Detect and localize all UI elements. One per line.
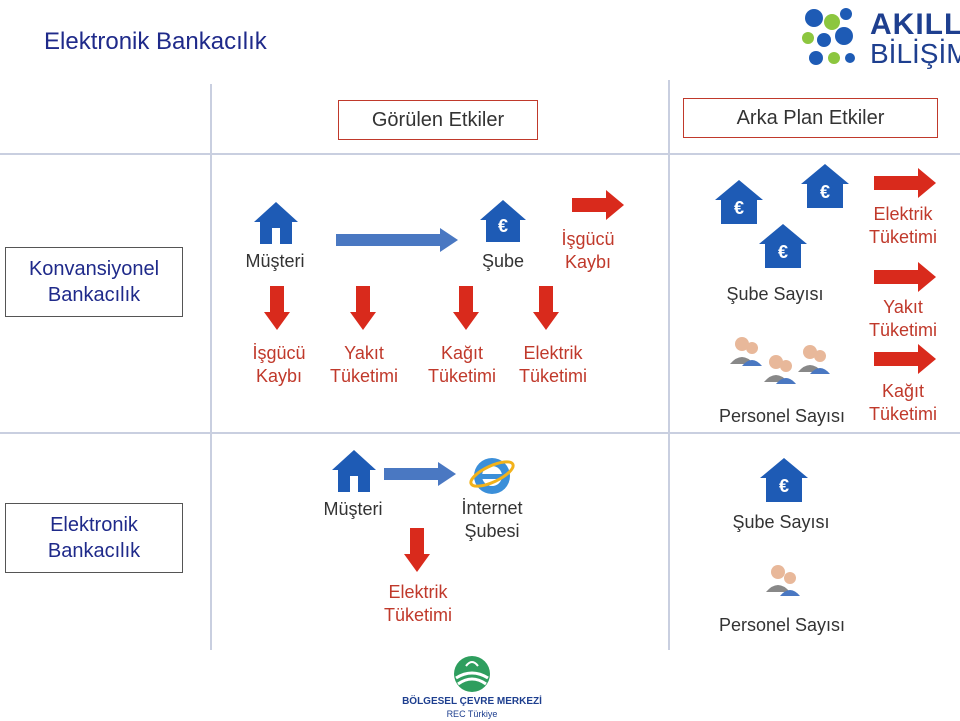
column-divider-left xyxy=(210,84,212,650)
bg-fuel-arrow xyxy=(874,262,936,292)
down-arrow-2 xyxy=(350,286,376,330)
bg-electric-arrow xyxy=(874,168,936,198)
elec-internet-label: İnternet Şubesi xyxy=(461,498,523,541)
bg-electric-label: Elektrik Tüketimi xyxy=(868,204,937,247)
elec-electric-label: Elektrik Tüketimi xyxy=(383,582,452,625)
svg-text:€: € xyxy=(778,242,788,262)
conv-labor-top-label: İşgücü Kaybı xyxy=(561,229,615,272)
svg-text:€: € xyxy=(734,198,744,218)
footer-org-subtitle: REC Türkiye xyxy=(446,709,498,719)
elec-down-arrow xyxy=(404,528,430,572)
elec-branch-euro-house-icon: € xyxy=(760,458,808,502)
svg-text:€: € xyxy=(498,216,508,236)
customer-to-internet-arrow xyxy=(384,462,456,486)
labor-loss-right-arrow xyxy=(572,190,624,220)
page-title: Elektronik Bankacılık xyxy=(44,28,267,55)
elec-customer-house-icon xyxy=(332,450,376,492)
footer-org-name: BÖLGESEL ÇEVRE MERKEZİ xyxy=(402,696,542,707)
down-arrow-3 xyxy=(453,286,479,330)
header-divider xyxy=(0,153,960,155)
conv-branch-label: Şube xyxy=(481,251,525,271)
elec-branch-count-label: Şube Sayısı xyxy=(732,512,830,532)
staff-people-icon xyxy=(730,337,830,384)
logo-dots-icon xyxy=(802,8,855,65)
conv-branch-count-label: Şube Sayısı xyxy=(726,284,824,304)
conventional-banking-label: Konvansiyonel Bankacılık xyxy=(5,247,183,317)
internet-explorer-icon xyxy=(469,458,515,494)
conv-customer-label: Müşteri xyxy=(245,251,305,271)
background-effects-header: Arka Plan Etkiler xyxy=(683,98,938,138)
logo-line1: AKILLI xyxy=(870,8,960,41)
conv-staff-count-label: Personel Sayısı xyxy=(718,406,846,426)
elec-staff-people-icon xyxy=(766,565,800,596)
bg-paper-label: Kağıt Tüketimi xyxy=(868,381,937,424)
column-divider-right xyxy=(668,80,670,650)
branch-euro-house-icon: € xyxy=(480,200,526,242)
svg-text:€: € xyxy=(779,476,789,496)
branch-euro-house-icon-3: € xyxy=(759,224,807,268)
rec-turkey-logo-icon xyxy=(454,656,490,692)
conv-electric-label: Elektrik Tüketimi xyxy=(518,343,587,386)
svg-text:€: € xyxy=(820,182,830,202)
conv-paper-label: Kağıt Tüketimi xyxy=(427,343,496,386)
row-divider xyxy=(0,432,960,434)
conv-labor-loss-label: İşgücü Kaybı xyxy=(252,343,306,386)
visible-effects-header: Görülen Etkiler xyxy=(338,100,538,140)
akilli-bilisim-logo: AKILLI BİLİŞİM xyxy=(800,6,960,70)
down-arrow-4 xyxy=(533,286,559,330)
customer-to-branch-arrow xyxy=(336,228,458,252)
electronic-banking-label: Elektronik Bankacılık xyxy=(5,503,183,573)
bg-fuel-label: Yakıt Tüketimi xyxy=(868,297,937,340)
customer-house-icon xyxy=(254,202,298,244)
elec-customer-label: Müşteri xyxy=(323,499,383,519)
elec-staff-count-label: Personel Sayısı xyxy=(718,615,846,635)
branch-euro-house-icon-2: € xyxy=(801,164,849,208)
conv-fuel-label: Yakıt Tüketimi xyxy=(329,343,398,386)
logo-line2: BİLİŞİM xyxy=(870,38,960,69)
branch-euro-house-icon-1: € xyxy=(715,180,763,224)
down-arrow-1 xyxy=(264,286,290,330)
bg-paper-arrow xyxy=(874,344,936,374)
